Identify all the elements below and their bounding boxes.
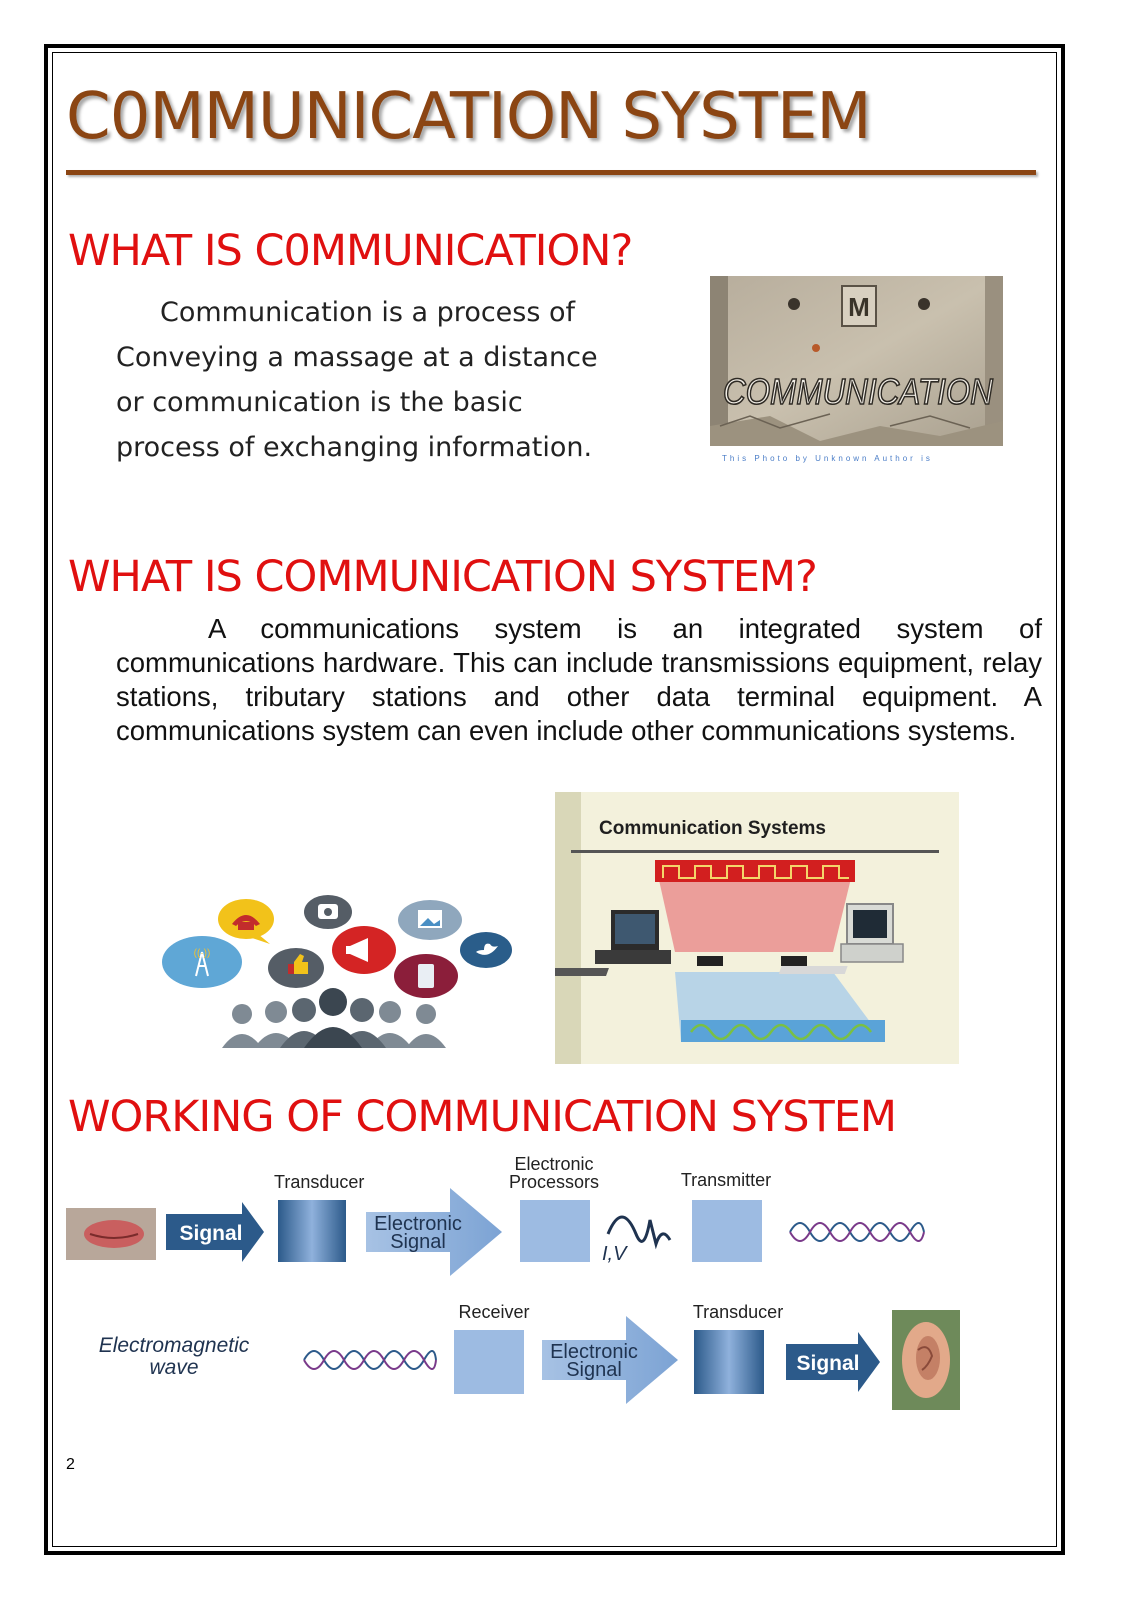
photo-engraved-text: COMMUNICATION bbox=[723, 371, 994, 412]
communication-icons-illustration: ((·)) bbox=[158, 892, 514, 1048]
transducer-block bbox=[278, 1200, 346, 1262]
communication-system-flow-diagram: Signal Transducer Electronic Signal Elec… bbox=[66, 1150, 962, 1412]
transmitter-label: Transmitter bbox=[681, 1170, 771, 1190]
em-wave-icon-2 bbox=[303, 1350, 437, 1370]
definition-line: process of exchanging information. bbox=[116, 432, 593, 463]
photo-caption[interactable]: This Photo by Unknown Author is bbox=[722, 454, 933, 463]
receiver-label: Receiver bbox=[458, 1302, 529, 1322]
page-border-outer bbox=[44, 44, 1065, 1555]
iv-label: I,V bbox=[602, 1243, 628, 1265]
waveform-icon bbox=[606, 1215, 672, 1250]
mouth-image-icon bbox=[66, 1208, 156, 1260]
page-number: 2 bbox=[66, 1456, 75, 1473]
communication-systems-diagram: Communication Systems bbox=[532, 792, 959, 1064]
computer-right-icon bbox=[778, 903, 904, 974]
communication-stone-photo: M COMMUNICATION bbox=[710, 276, 1003, 446]
definition-line: or communication is the basic bbox=[116, 387, 523, 418]
transducer-label: Transducer bbox=[274, 1172, 364, 1192]
transducer-block-2 bbox=[694, 1330, 764, 1394]
image-bubble-icon bbox=[398, 900, 462, 940]
communication-definition: Communication is a process of Conveying … bbox=[116, 290, 636, 470]
definition-line: Communication is a process of bbox=[160, 297, 576, 328]
transmitter-block bbox=[692, 1200, 762, 1262]
signal-arrow-1: Signal bbox=[166, 1202, 264, 1262]
twitter-bubble-icon bbox=[460, 932, 512, 968]
section-heading-working-of-communication-system: WORKING OF COMMUNICATION SYSTEM bbox=[68, 1092, 897, 1142]
paragraph-text: A communications system is an integrated… bbox=[116, 613, 1042, 746]
title-underline bbox=[66, 170, 1036, 175]
svg-text:((·)): ((·)) bbox=[194, 948, 211, 959]
page-border-inner bbox=[52, 52, 1057, 1547]
camera-bubble-icon bbox=[304, 895, 352, 929]
antenna-bubble-icon: ((·)) bbox=[162, 936, 242, 988]
signal-label: Signal bbox=[179, 1222, 242, 1245]
electronic-processors-block bbox=[520, 1200, 590, 1262]
em-wave-icon-1 bbox=[789, 1222, 925, 1242]
like-bubble-icon bbox=[268, 948, 324, 988]
em-wave-label-line1: Electromagnetic bbox=[99, 1334, 250, 1357]
processors-label-line1: Electronic bbox=[514, 1154, 593, 1174]
page-title: C0MMUNICATION SYSTEM bbox=[66, 80, 872, 154]
electronic-signal-label-line1: Electronic bbox=[550, 1341, 638, 1363]
processors-label-line2: Processors bbox=[509, 1172, 599, 1192]
electronic-signal-arrow-2: Electronic Signal bbox=[542, 1316, 678, 1404]
section-heading-what-is-communication-system: WHAT IS COMMUNICATION SYSTEM? bbox=[68, 552, 818, 602]
people-group-icon bbox=[222, 1001, 446, 1048]
signal-arrow-2: Signal bbox=[786, 1332, 880, 1392]
diagram-title: Communication Systems bbox=[599, 818, 826, 839]
photo-badge-text: M bbox=[848, 292, 870, 322]
section-heading-what-is-communication: WHAT IS C0MMUNICATION? bbox=[68, 226, 633, 276]
communication-system-paragraph: A communications system is an integrated… bbox=[116, 612, 1042, 748]
ear-image-icon bbox=[892, 1310, 960, 1410]
telephone-bubble-icon bbox=[218, 899, 274, 944]
receiver-block bbox=[454, 1330, 524, 1394]
megaphone-bubble-icon bbox=[332, 926, 396, 974]
electronic-signal-arrow-1: Electronic Signal bbox=[366, 1188, 502, 1276]
electronic-signal-label-line2: Signal bbox=[390, 1231, 446, 1253]
signal-label-2: Signal bbox=[796, 1352, 859, 1375]
transducer-label-2: Transducer bbox=[693, 1302, 783, 1322]
electronic-signal-label-line1: Electronic bbox=[374, 1213, 462, 1235]
em-wave-label-line2: wave bbox=[149, 1356, 198, 1379]
definition-line: Conveying a massage at a distance bbox=[116, 342, 598, 373]
computer-left-icon bbox=[532, 910, 671, 976]
tablet-bubble-icon bbox=[394, 954, 458, 998]
electronic-signal-label-line2: Signal bbox=[566, 1359, 622, 1381]
